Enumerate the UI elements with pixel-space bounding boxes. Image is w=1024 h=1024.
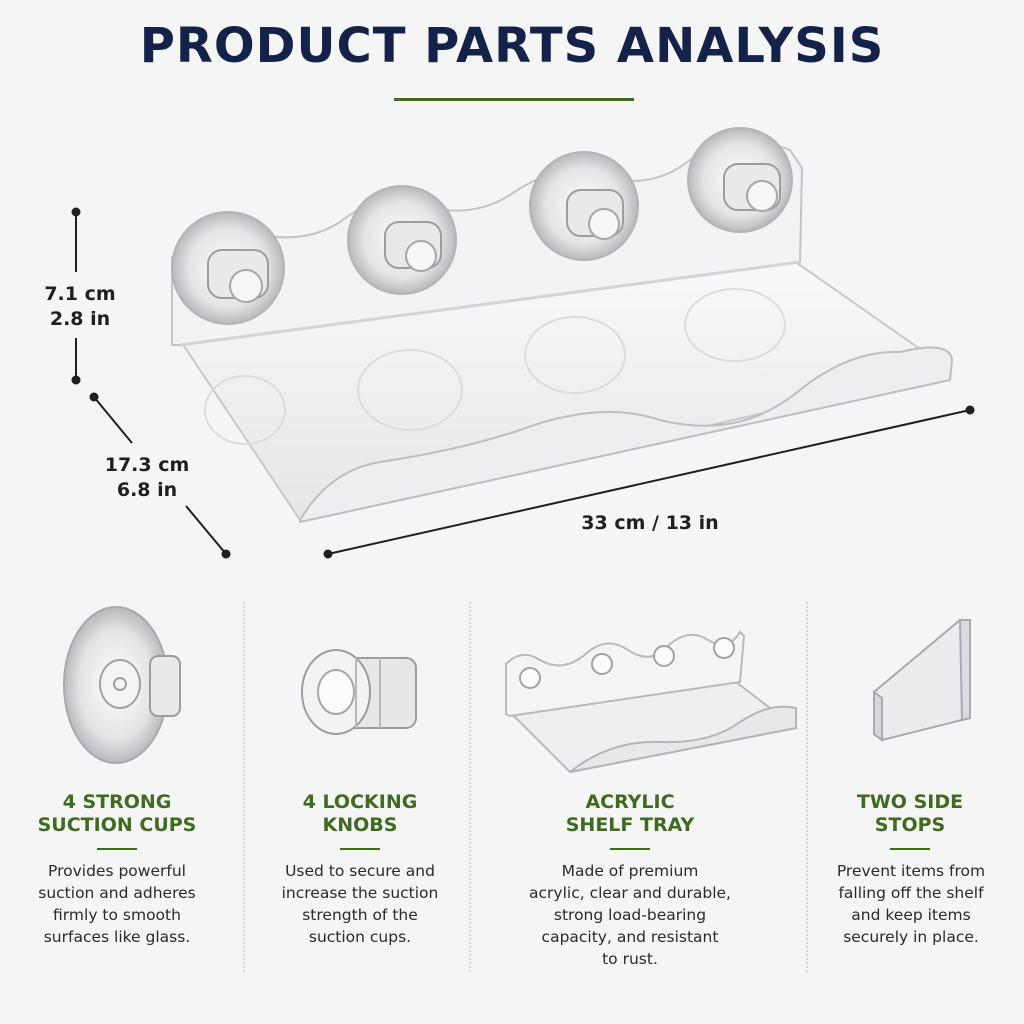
page-title: PRODUCT PARTS ANALYSIS — [139, 18, 885, 74]
part-desc-locking-knobs: Used to secure and increase the suction … — [281, 862, 439, 946]
part-title-shelf-tray: ACRYLIC SHELF TRAY — [565, 791, 695, 836]
part-title-suction-cups: 4 STRONG SUCTION CUPS — [37, 791, 197, 836]
title-underline — [394, 98, 634, 101]
part-divider — [890, 848, 930, 850]
height-dimension-label: 7.1 cm 2.8 in — [30, 282, 130, 332]
depth-cm: 17.3 cm — [104, 454, 190, 476]
part-divider — [610, 848, 650, 850]
depth-in: 6.8 in — [116, 479, 178, 501]
part-title-locking-knobs: 4 LOCKING KNOBS — [302, 791, 418, 836]
suction-cup-icon — [63, 606, 181, 764]
shelf-tray-shape — [171, 141, 954, 524]
part-divider — [97, 848, 137, 850]
shelf-hero-illustration — [71, 127, 975, 559]
column-divider — [469, 602, 471, 972]
height-cm: 7.1 cm — [44, 283, 116, 305]
locking-knob-icon — [301, 649, 417, 735]
length-dimension-line — [323, 405, 975, 559]
column-divider — [243, 602, 245, 972]
length-dimension-label: 33 cm / 13 in — [581, 512, 719, 534]
height-in: 2.8 in — [49, 308, 111, 330]
column-divider — [806, 602, 808, 972]
depth-dimension-line — [89, 392, 231, 559]
height-dimension-line — [71, 207, 81, 385]
part-divider — [340, 848, 380, 850]
part-title-side-stops: TWO SIDE STOPS — [856, 791, 964, 836]
part-desc-suction-cups: Provides powerful suction and adheres fi… — [38, 862, 196, 946]
depth-dimension-label: 17.3 cm 6.8 in — [92, 453, 202, 503]
side-stop-icon — [873, 619, 971, 742]
mounted-suction-cups — [171, 127, 793, 325]
shelf-tray-icon — [505, 630, 799, 774]
part-desc-shelf-tray: Made of premium acrylic, clear and durab… — [529, 862, 731, 968]
part-desc-side-stops: Prevent items from falling off the shelf… — [836, 862, 986, 946]
